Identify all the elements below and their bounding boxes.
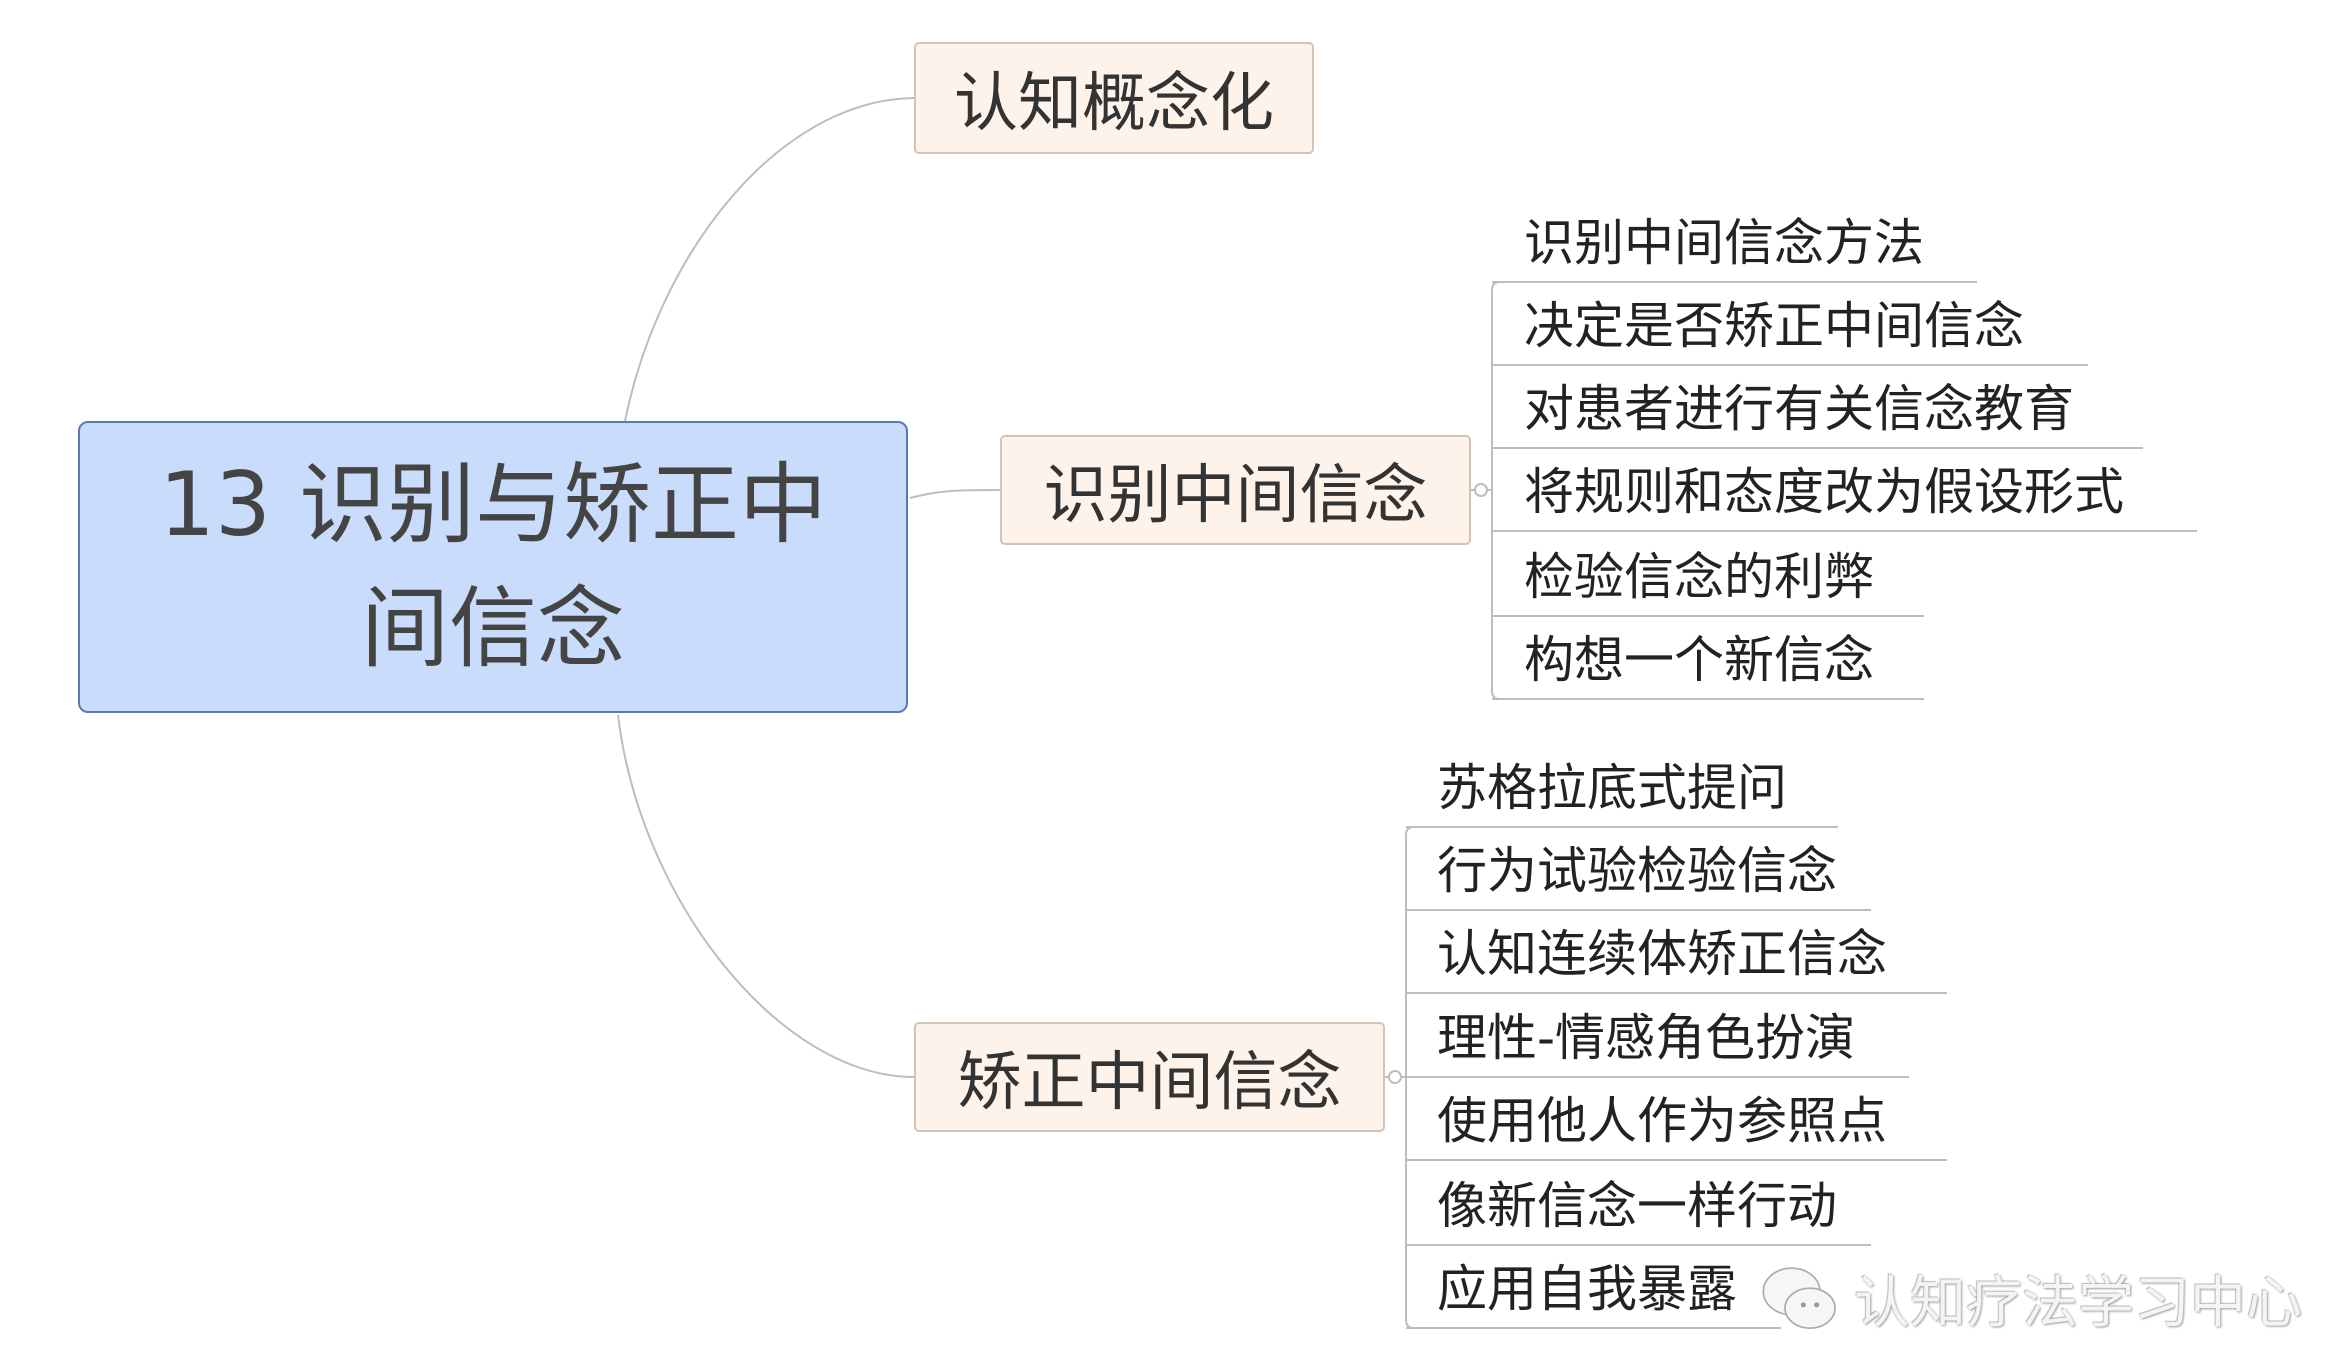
subtopic[interactable]: 构想一个新信念	[1524, 631, 1874, 689]
topic-modify-intermediate-beliefs[interactable]: 矫正中间信念	[914, 1022, 1385, 1132]
topic-label: 识别中间信念	[1043, 459, 1428, 533]
central-topic[interactable]: 13 识别与矫正中间信念	[78, 421, 908, 713]
subtopic[interactable]: 苏格拉底式提问	[1437, 759, 1787, 817]
subtopic[interactable]: 认知连续体矫正信念	[1437, 925, 1887, 983]
topic-identify-intermediate-beliefs[interactable]: 识别中间信念	[1000, 435, 1471, 545]
topic-label: 矫正中间信念	[957, 1046, 1342, 1120]
topic-cognitive-conceptualization[interactable]: 认知概念化	[914, 42, 1314, 154]
connector-central-to-topic-2	[909, 489, 1001, 499]
subtopic[interactable]: 行为试验检验信念	[1437, 842, 1837, 900]
subtopic[interactable]: 像新信念一样行动	[1437, 1177, 1837, 1235]
connector-central-to-topic-3	[617, 714, 915, 1078]
watermark: 认知疗法学习中心	[1760, 1258, 2302, 1339]
wechat-icon	[1762, 1266, 1836, 1329]
subtopic[interactable]: 识别中间信念方法	[1524, 214, 1924, 272]
topic-label: 认知概念化	[954, 67, 1274, 141]
subtopic[interactable]: 检验信念的利弊	[1524, 548, 1874, 606]
watermark-text: 认知疗法学习中心	[1854, 1271, 2302, 1336]
subtopic[interactable]: 应用自我暴露	[1437, 1260, 1737, 1318]
bracket-group-1	[1471, 281, 2197, 700]
bracket-group-2	[1385, 826, 1947, 1329]
subtopic[interactable]: 决定是否矫正中间信念	[1524, 297, 2024, 355]
connector-central-to-topic-1	[624, 97, 915, 422]
subtopic[interactable]: 使用他人作为参照点	[1437, 1092, 1887, 1150]
central-topic-label: 13 识别与矫正中间信念	[159, 453, 827, 680]
subtopic[interactable]: 将规则和态度改为假设形式	[1524, 463, 2124, 521]
subtopic[interactable]: 对患者进行有关信念教育	[1524, 380, 2074, 438]
subtopic[interactable]: 理性-情感角色扮演	[1437, 1009, 1856, 1067]
